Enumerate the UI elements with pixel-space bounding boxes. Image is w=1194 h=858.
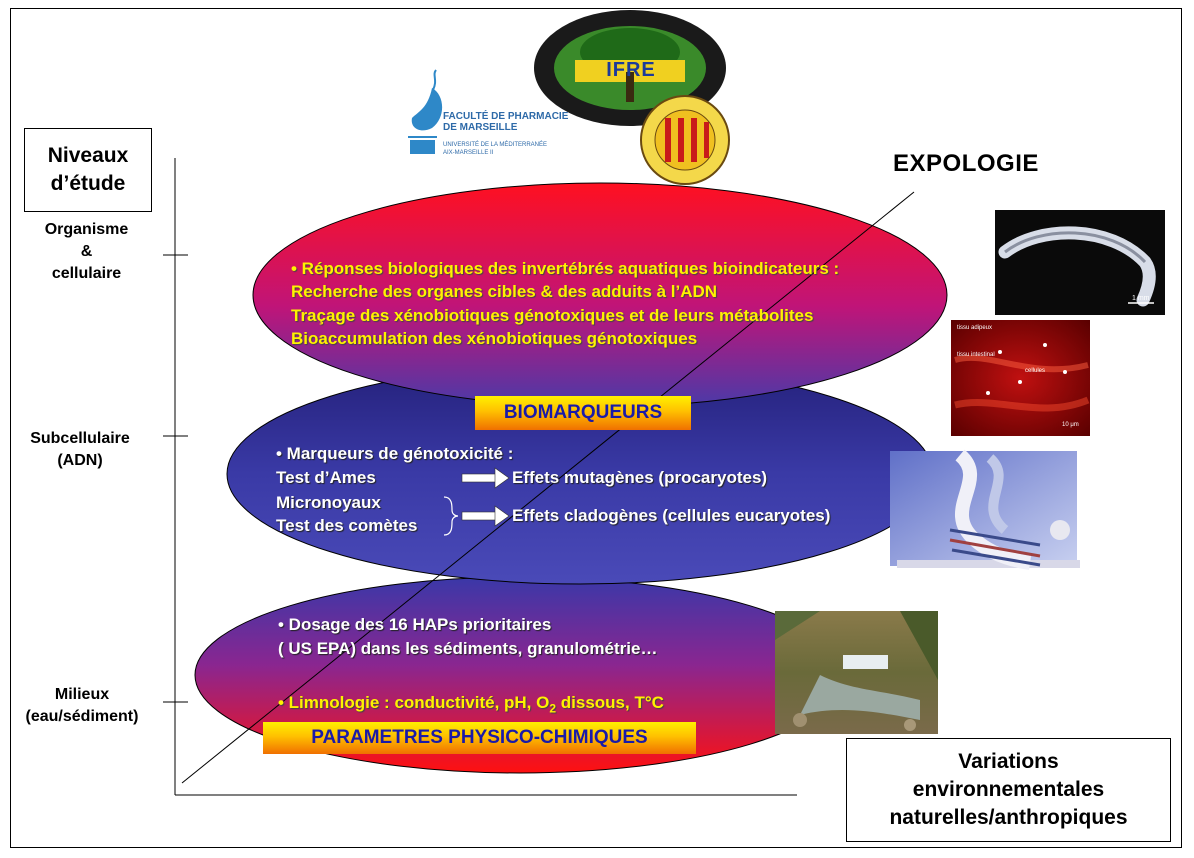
slide-frame <box>10 8 1182 848</box>
level-subcellulaire-line-2: (ADN) <box>57 452 103 469</box>
top-line-4: Bioaccumulation des xénobiotiques génoto… <box>291 329 698 348</box>
level-milieux: Milieux (eau/sédiment) <box>2 684 162 728</box>
expologie-diagonal <box>181 191 915 784</box>
pharmacie-line-1: FACULTÉ DE PHARMACIE <box>443 111 569 122</box>
brace-micronoyaux-cometes <box>443 496 459 536</box>
top-line-2: Recherche des organes cibles & des addui… <box>291 282 718 301</box>
level-milieux-line-1: Milieux <box>54 686 110 703</box>
level-milieux-line-2: (eau/sédiment) <box>25 708 139 725</box>
mid-effets-mutagenes: Effets mutagènes (procaryotes) <box>512 468 768 487</box>
microscopy-photo <box>951 320 1090 436</box>
univ-mediterranee-line-2: AIX-MARSEILLE II <box>443 150 494 156</box>
biomarqueurs-banner: BIOMARQUEURS <box>475 396 691 430</box>
bot-line-1: • Dosage des 16 HAPs prioritaires <box>278 615 552 634</box>
physico-chimiques-banner: PARAMETRES PHYSICO-CHIMIQUES <box>263 722 696 754</box>
limno-suffix: dissous, T°C <box>556 693 664 712</box>
micro-label-2: tissu intestinal <box>957 352 995 358</box>
stream-photo <box>775 611 938 734</box>
expologie-label: EXPOLOGIE <box>893 150 1039 177</box>
larva-photo <box>995 210 1165 315</box>
pharmacie-logo <box>408 69 443 154</box>
mid-test-cometes: Test des comètes <box>276 516 418 535</box>
micro-label-1: tissu adipeux <box>957 325 993 331</box>
level-subcellulaire-line-1: Subcellulaire <box>30 430 130 447</box>
mid-micronoyaux: Micronoyaux <box>276 493 381 512</box>
arrow-ames-to-mutagenes <box>461 467 510 489</box>
level-organisme-line-1: Organisme <box>44 221 129 238</box>
niveaux-etude-box: Niveaux d’étude <box>24 128 152 212</box>
pharmacie-logo-text: FACULTÉ DE PHARMACIE DE MARSEILLE <box>443 111 568 133</box>
univ-mediterranee-line-1: UNIVERSITÉ DE LA MÉDITERRANÉE <box>443 142 548 148</box>
arrow-micronoyaux-to-cladogenes <box>461 505 510 527</box>
limno-subscript: 2 <box>549 701 557 716</box>
level-organisme-line-3: cellulaire <box>51 265 122 282</box>
ifre-logo-text: IFRE <box>606 59 656 81</box>
variations-box: Variations environnementales naturelles/… <box>846 738 1171 842</box>
mid-heading: • Marqueurs de génotoxicité : <box>276 444 514 463</box>
mid-effets-cladogenes: Effets cladogènes (cellules eucaryotes) <box>512 506 831 525</box>
top-line-3: Traçage des xénobiotiques génotoxiques e… <box>291 306 814 325</box>
bot-line-2: ( US EPA) dans les sédiments, granulomét… <box>278 639 658 658</box>
top-line-1: • Réponses biologiques des invertébrés a… <box>291 259 840 278</box>
level-organisme: Organisme & cellulaire <box>14 219 159 285</box>
univ-mediterranee-text: UNIVERSITÉ DE LA MÉDITERRANÉE AIX-MARSEI… <box>443 141 547 157</box>
pharmacie-line-2: DE MARSEILLE <box>443 122 518 133</box>
dna-photo <box>890 449 1080 570</box>
mid-test-ames: Test d’Ames <box>276 468 376 487</box>
bot-limnologie: • Limnologie : conductivité, pH, O2 diss… <box>278 692 664 719</box>
micro-label-3: cellules <box>1025 368 1046 374</box>
provence-logo <box>640 95 730 185</box>
limno-prefix: • Limnologie : conductivité, pH, O <box>278 693 550 712</box>
larva-scale-label: 1 mm <box>1132 295 1150 302</box>
level-organisme-line-2: & <box>80 243 93 260</box>
micro-label-4: 10 μm <box>1062 422 1079 428</box>
level-subcellulaire: Subcellulaire (ADN) <box>10 428 150 472</box>
